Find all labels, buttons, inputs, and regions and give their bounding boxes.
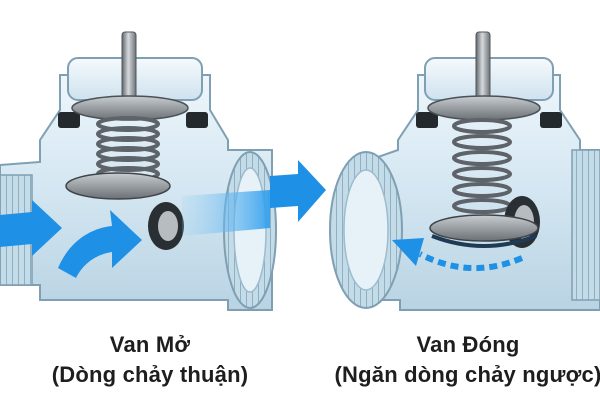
open-spring-icon <box>96 116 160 182</box>
valve-illustration <box>0 31 600 311</box>
closed-valve-subtitle: (Ngăn dòng chảy ngược) <box>334 362 600 387</box>
closed-valve <box>329 31 600 311</box>
closed-seal-left <box>416 112 438 128</box>
backflow-dashed-arrow-icon <box>392 238 524 272</box>
forward-flow-arrow-icon <box>270 160 326 222</box>
open-valve-title: Van Mở <box>109 332 191 357</box>
open-valve-subtitle: (Dòng chảy thuận) <box>51 362 249 387</box>
closed-valve-title: Van Đóng <box>416 332 520 357</box>
open-seal-right <box>186 112 208 128</box>
open-seal-left <box>58 112 80 128</box>
open-valve-caption: Van Mở (Dòng chảy thuận) <box>0 330 300 390</box>
open-valve-disc <box>65 172 171 200</box>
forward-flow-arrow-icon <box>58 210 142 278</box>
closed-valve-caption: Van Đóng (Ngăn dòng chảy ngược) <box>318 330 600 390</box>
closed-spring-icon <box>452 118 512 214</box>
forward-flow-stream <box>182 190 270 236</box>
closed-outlet-port <box>571 149 600 301</box>
forward-flow-arrow-icon <box>0 200 62 256</box>
closed-seal-right <box>540 112 562 128</box>
open-valve <box>0 31 326 311</box>
closed-upper-plate <box>427 95 541 121</box>
closed-valve-disc <box>429 214 539 242</box>
